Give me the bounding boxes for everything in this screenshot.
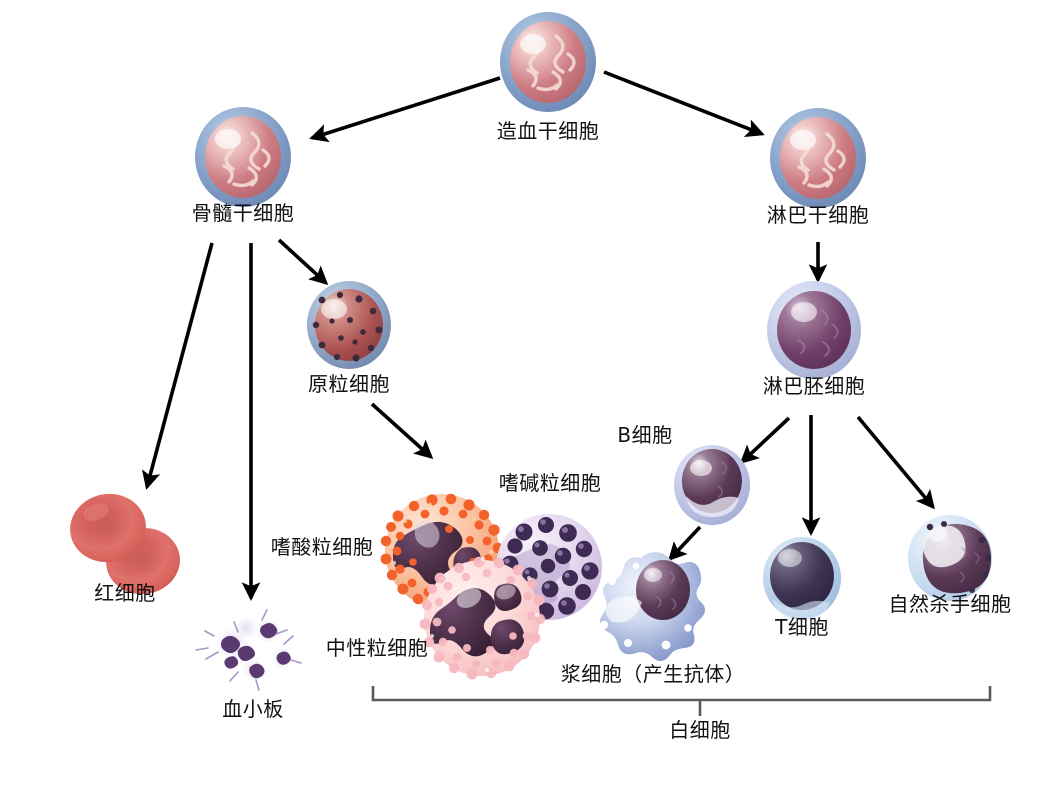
cell-neutrophil <box>419 556 546 680</box>
label-erythrocyte: 红细胞 <box>94 581 156 605</box>
label-neutrophil: 中性粒细胞 <box>325 636 429 660</box>
label-myeloid-stem-cell: 骨髓干细胞 <box>191 201 295 225</box>
label-basophil: 嗜碱粒细胞 <box>498 471 602 495</box>
arrow-bcell-to-plasma <box>667 525 702 562</box>
arrow-myeloblast-to-granulocytes <box>370 402 434 460</box>
arrow-hsc-to-myeloid <box>309 76 501 143</box>
label-natural-killer-cell: 自然杀手细胞 <box>888 592 1012 616</box>
cell-myeloid-stem-cell <box>195 107 291 207</box>
arrow-lymphoblast-to-nk <box>856 415 935 510</box>
label-plasma-cell: 浆细胞（产生抗体） <box>560 662 746 686</box>
cell-t-cell <box>763 537 841 621</box>
label-platelet: 血小板 <box>222 697 284 721</box>
label-hematopoietic-stem-cell: 造血干细胞 <box>496 119 600 143</box>
label-t-cell: T细胞 <box>775 615 829 639</box>
arrow-myeloid-to-erythrocyte <box>142 242 214 490</box>
cell-b-cell <box>674 445 750 525</box>
label-white-blood-cell: 白细胞 <box>669 718 731 742</box>
arrow-myeloid-to-myeloblast <box>277 238 329 286</box>
arrow-hsc-to-lymphoid <box>603 70 765 137</box>
label-lymphoblast: 淋巴胚细胞 <box>762 374 866 398</box>
label-lymphoid-stem-cell: 淋巴干细胞 <box>766 203 870 227</box>
label-myeloblast: 原粒细胞 <box>308 372 390 396</box>
cell-natural-killer-cell <box>908 515 992 601</box>
label-b-cell: B细胞 <box>617 423 673 447</box>
arrow-lymphoblast-to-bcell <box>739 416 791 465</box>
cell-lymphoid-stem-cell <box>770 108 866 208</box>
label-eosinophil: 嗜酸粒细胞 <box>270 535 374 559</box>
white-blood-cell-bracket <box>371 686 992 716</box>
cell-hematopoietic-stem-cell <box>500 12 596 112</box>
cell-plasma-cell <box>599 552 706 662</box>
cell-platelet <box>195 609 302 691</box>
cell-erythrocyte <box>70 493 180 595</box>
cell-lymphoblast <box>767 281 861 379</box>
cell-myeloblast <box>307 281 391 369</box>
